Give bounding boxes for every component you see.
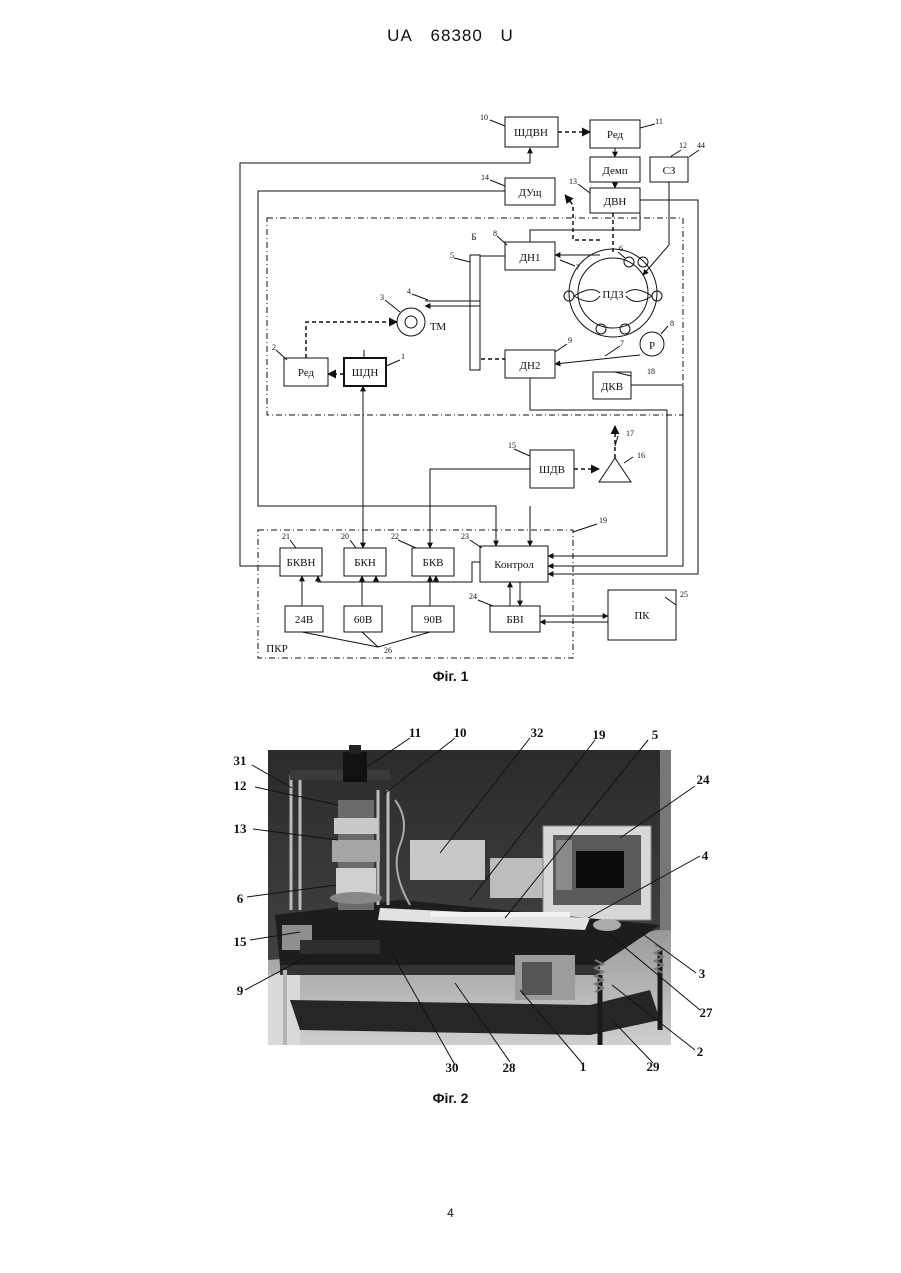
- callout-27: 27: [700, 1005, 714, 1020]
- callout-4: 4: [702, 848, 709, 863]
- callout-2: 2: [697, 1044, 704, 1059]
- page-number: 4: [0, 1206, 901, 1220]
- callout-11: 11: [409, 725, 421, 740]
- callout-24: 24: [697, 772, 711, 787]
- callout-5: 5: [652, 727, 659, 742]
- motor-11: [343, 752, 367, 782]
- callout-6: 6: [237, 891, 244, 906]
- callout-29: 29: [647, 1059, 661, 1074]
- callout-32: 32: [531, 725, 544, 740]
- callout-12: 12: [234, 778, 247, 793]
- callout-30: 30: [446, 1060, 459, 1075]
- callout-3: 3: [699, 966, 706, 981]
- callout-28: 28: [503, 1060, 517, 1075]
- callout-31: 31: [234, 753, 247, 768]
- callout-19: 19: [593, 727, 607, 742]
- callout-15: 15: [234, 934, 248, 949]
- callout-13: 13: [234, 821, 248, 836]
- callout-9: 9: [237, 983, 244, 998]
- callout-10: 10: [454, 725, 467, 740]
- figure-2-caption: Фіг. 2: [0, 1090, 901, 1106]
- callout-1: 1: [580, 1059, 587, 1074]
